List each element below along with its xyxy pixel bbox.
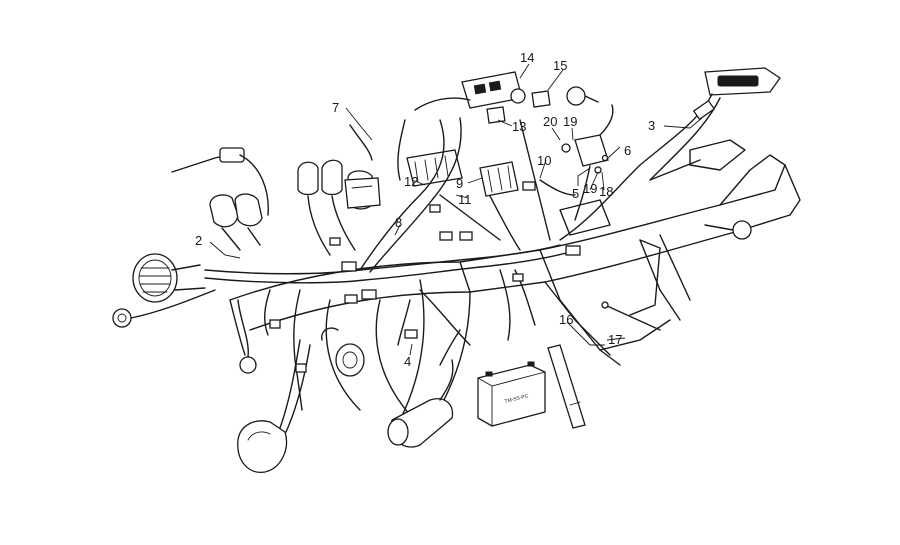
callout-14: 14	[520, 50, 534, 65]
ignition-switch	[321, 327, 365, 377]
ignition-coils	[209, 193, 263, 251]
callout-9: 9	[456, 176, 463, 191]
horn-left	[112, 289, 216, 328]
leader-lines	[209, 63, 703, 356]
relay-15	[531, 90, 551, 108]
callout-19-upper: 19	[563, 114, 577, 129]
svg-text:TM-SS-PC: TM-SS-PC	[504, 393, 529, 405]
callout-12: 12	[404, 174, 418, 189]
rear-harness	[559, 93, 713, 241]
handlebar-switch-left	[171, 147, 269, 216]
callout-6: 6	[624, 143, 631, 158]
callout-20: 20	[543, 114, 557, 129]
fuse-box	[461, 71, 526, 109]
callout-18: 18	[599, 184, 613, 199]
callout-15: 15	[553, 58, 567, 73]
callout-labels: 2 3 4 5 6 7 8 9 10 11 12 13 14 15 16 17 …	[195, 50, 655, 369]
rear-sensor	[704, 220, 752, 240]
rear-connector	[692, 99, 716, 121]
rectifier-block	[479, 161, 519, 197]
front-sensor	[237, 299, 257, 374]
harness-connectors	[269, 181, 581, 373]
headlight	[132, 253, 206, 303]
callout-2: 2	[195, 233, 202, 248]
handlebar-switch-right	[344, 177, 381, 209]
callout-10: 10	[537, 153, 551, 168]
callout-7: 7	[332, 100, 339, 115]
callout-4: 4	[404, 354, 411, 369]
callout-19-lower: 19	[583, 181, 597, 196]
callout-16: 16	[559, 312, 573, 327]
bulb-socket	[566, 86, 599, 106]
rear-harness-2	[649, 97, 721, 181]
callout-13: 13	[512, 119, 526, 134]
rear-brake-cable	[601, 239, 661, 331]
side-stand	[547, 344, 586, 429]
tail-light	[704, 67, 781, 96]
battery: TM-SS-PC	[477, 361, 546, 427]
relay-13	[486, 106, 506, 124]
main-harness	[204, 97, 576, 411]
callout-17: 17	[608, 332, 622, 347]
callout-5: 5	[572, 186, 579, 201]
callout-3: 3	[648, 118, 655, 133]
starter-motor	[387, 359, 454, 448]
front-turn-signal	[237, 339, 311, 473]
spark-plug-caps	[297, 159, 356, 256]
callout-11: 11	[458, 192, 472, 207]
frame	[229, 139, 801, 426]
callout-8: 8	[395, 215, 402, 230]
